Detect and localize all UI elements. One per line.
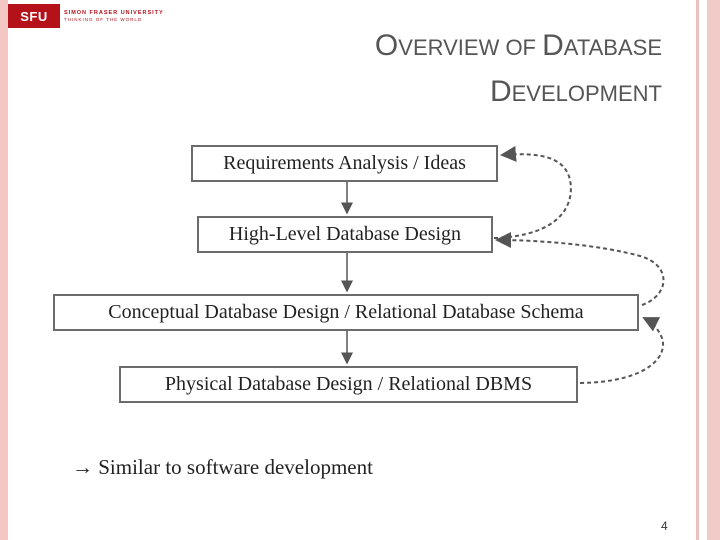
title-cap-o: O xyxy=(374,29,399,62)
sfu-logo-mark: SFU xyxy=(8,4,60,28)
title-cap-d2: D xyxy=(489,75,512,108)
flow-step-physical-design: Physical Database Design / Relational DB… xyxy=(119,366,578,403)
sfu-logo-wordmark: SIMON FRASER UNIVERSITY THINKING OF THE … xyxy=(64,10,164,23)
feedback-arrow-3 xyxy=(579,317,665,384)
page-number: 4 xyxy=(661,519,668,533)
sfu-logo-name: SIMON FRASER UNIVERSITY xyxy=(64,9,164,16)
slide-right-border-inner xyxy=(696,0,699,540)
feedback-arrow-2 xyxy=(495,232,665,306)
flow-step-requirements: Requirements Analysis / Ideas xyxy=(191,145,498,182)
sfu-logo-tagline: THINKING OF THE WORLD xyxy=(64,16,143,22)
slide-right-border xyxy=(707,0,720,540)
note-label: Similar to software development xyxy=(93,455,373,479)
note-text: → Similar to software development xyxy=(72,455,373,480)
sfu-logo: SFU SIMON FRASER UNIVERSITY THINKING OF … xyxy=(8,4,164,28)
slide-title-line1: OVERVIEW OF DATABASE xyxy=(202,24,662,70)
title-text-verview-of: VERVIEW OF xyxy=(398,35,543,60)
title-cap-d: D xyxy=(542,29,564,62)
title-text-evelopment: EVELOPMENT xyxy=(511,81,662,106)
flow-step-high-level-design: High-Level Database Design xyxy=(197,216,493,253)
right-arrow-icon: → xyxy=(72,455,93,479)
flow-step-conceptual-design: Conceptual Database Design / Relational … xyxy=(53,294,639,331)
slide-title: OVERVIEW OF DATABASE DEVELOPMENT xyxy=(202,24,662,116)
feedback-arrow-1 xyxy=(493,145,572,239)
title-text-atabase: ATABASE xyxy=(563,35,662,60)
slide-title-line2: DEVELOPMENT xyxy=(202,70,662,116)
slide-left-border xyxy=(0,0,8,540)
